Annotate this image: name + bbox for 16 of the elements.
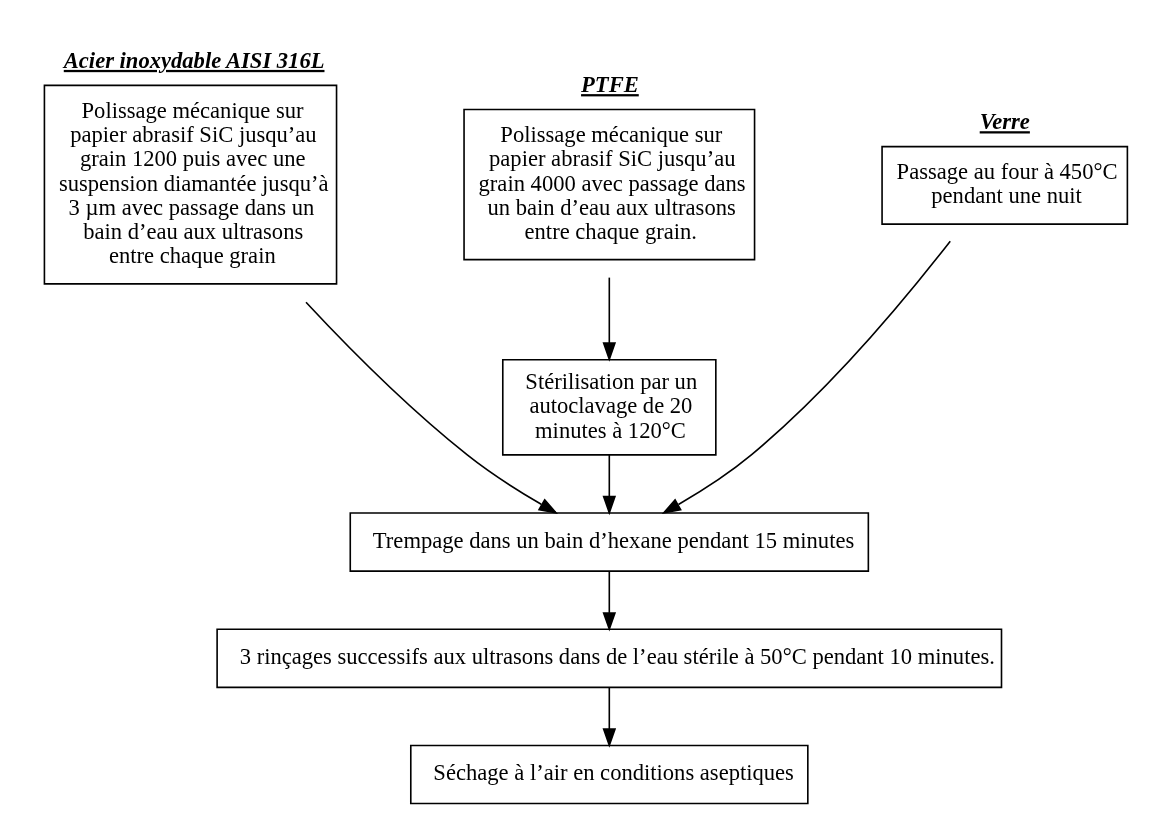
node-label: Acier inoxydable AISI 316L	[63, 47, 325, 73]
arrow	[602, 453, 617, 515]
arrow	[661, 239, 952, 514]
arrow	[602, 276, 617, 362]
arrow	[602, 686, 617, 748]
node-box: Stérilisation par un autoclavage de 20 minutes à 120°C	[501, 358, 717, 456]
node-box: Trempage dans un bain d’hexane pendant 15 minutes	[349, 511, 870, 572]
node-box: Séchage à l’air en conditions aseptiques	[410, 744, 809, 804]
node-box: Polissage mécanique sur papier abrasif SiC jusqu’au grain 1200 puis avec une suspension diamantée jusqu’à 3 µm avec passage dans un bain d’eau aux ultrasons entre chaque grain	[43, 84, 338, 285]
arrow	[602, 570, 617, 631]
node-label: Verre	[979, 108, 1030, 134]
node-box: Polissage mécanique sur papier abrasif SiC jusqu’au grain 4000 avec passage dans un bain d’eau aux ultrasons entre chaque grain.	[463, 108, 756, 260]
node-label: PTFE	[581, 71, 639, 97]
arrow	[305, 300, 558, 514]
node-box: 3 rinçages successifs aux ultrasons dans de l’eau stérile à 50°C pendant 10 minutes.	[216, 627, 1003, 688]
node-box: Passage au four à 450°C pendant une nuit	[881, 145, 1129, 225]
